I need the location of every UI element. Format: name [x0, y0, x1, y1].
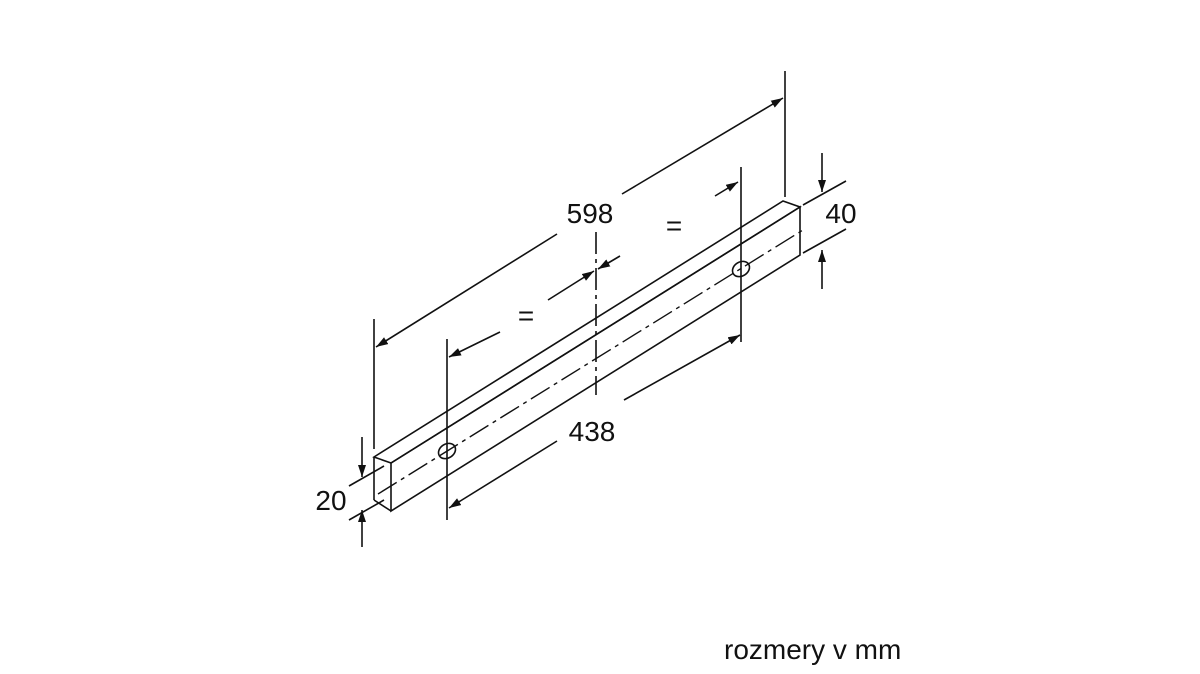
extension-line-height-bottom	[802, 228, 847, 254]
extension-line-depth-top	[348, 465, 385, 487]
dim-line-438-right	[623, 334, 741, 401]
bar-front-face	[390, 205, 801, 513]
dimension-20	[348, 437, 385, 547]
label-598: 598	[567, 198, 614, 229]
dim-line-598-left	[375, 233, 558, 348]
dim-line-half-right-b	[714, 181, 739, 197]
dim-line-half-left-b	[547, 270, 595, 301]
label-438: 438	[569, 416, 616, 447]
dim-line-598-right	[621, 97, 784, 195]
label-equal-right: =	[666, 210, 682, 241]
dim-line-438-left	[448, 440, 558, 509]
mounting-bar	[372, 200, 804, 513]
dim-line-half-left-a	[448, 331, 501, 358]
label-40: 40	[825, 198, 856, 229]
extension-line-depth-bottom	[348, 499, 385, 521]
bar-end-bottom	[373, 499, 392, 512]
units-note: rozmery v mm	[724, 634, 902, 665]
mounting-hole-left	[437, 442, 457, 460]
dimension-598	[373, 71, 786, 449]
label-equal-left: =	[518, 300, 534, 331]
extension-line-height-top	[802, 180, 847, 206]
dimension-40	[802, 153, 847, 289]
mounting-hole-right	[731, 260, 751, 278]
dimension-438	[446, 167, 742, 520]
bar-center-line	[377, 229, 804, 495]
label-20: 20	[315, 485, 346, 516]
dim-line-half-right-a	[597, 255, 621, 270]
